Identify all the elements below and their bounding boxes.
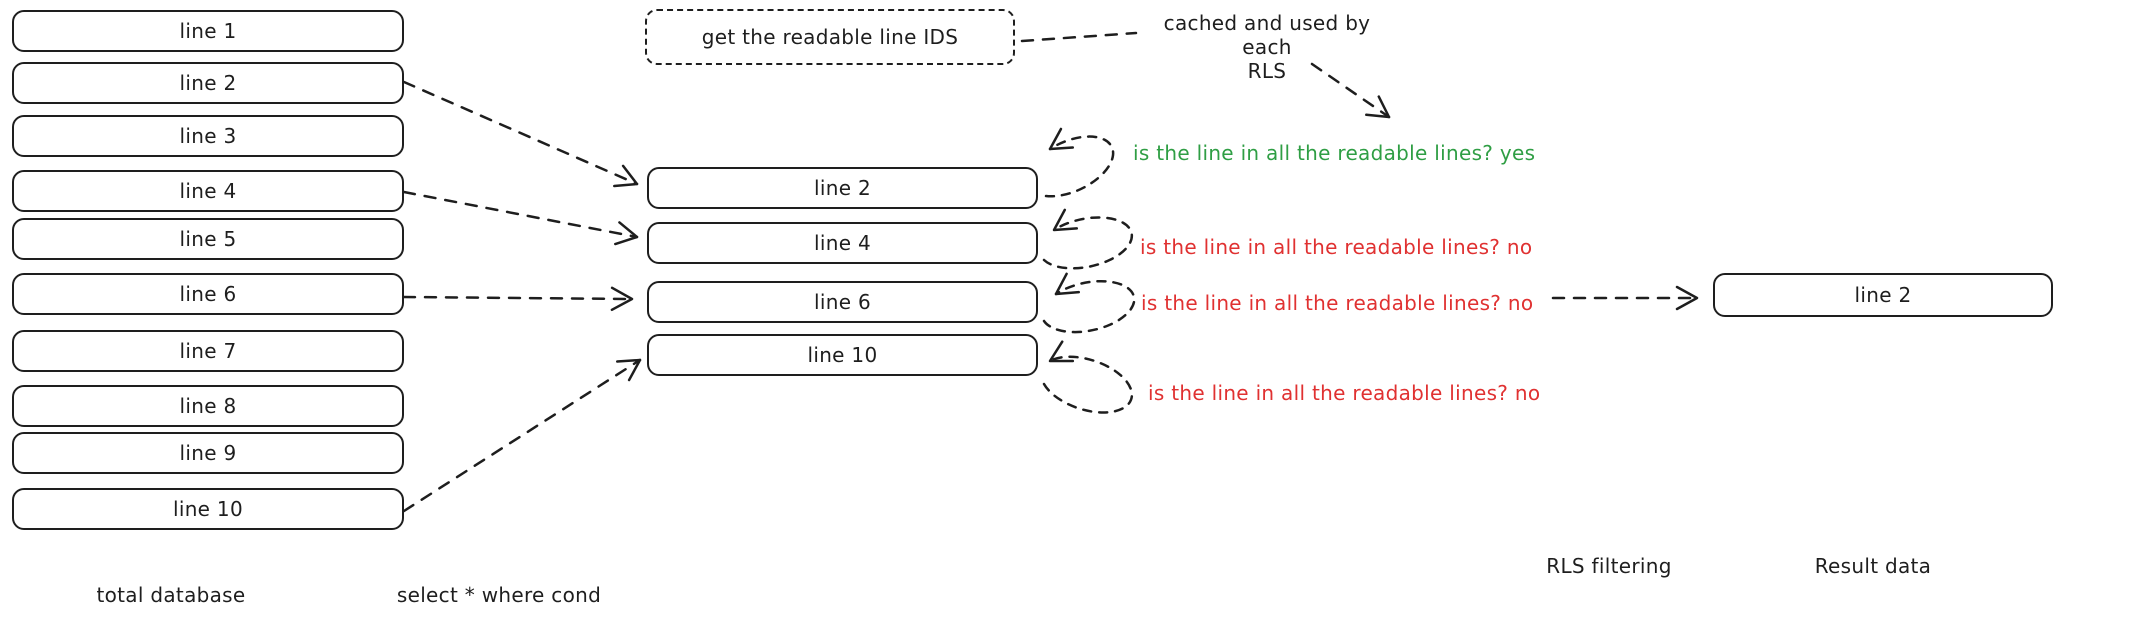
db-row-line-9: line 9: [12, 432, 404, 474]
rls-filtering-label: RLS filtering: [1546, 554, 1672, 578]
db-row-label: line 2: [179, 71, 237, 95]
arrow-line6-to-filtered: [402, 286, 634, 312]
db-row-line-5: line 5: [12, 218, 404, 260]
connector-readable-ids-to-note: [1020, 31, 1138, 43]
arrow-note-to-checks: [1310, 62, 1391, 119]
cache-note-line2: RLS: [1247, 59, 1287, 83]
filtered-row-line-6: line 6: [647, 281, 1038, 323]
db-row-label: line 1: [179, 19, 237, 43]
filtered-row-line-10: line 10: [647, 334, 1038, 376]
result-data-label: Result data: [1814, 554, 1932, 578]
rls-check-line6-no: is the line in all the readable lines? n…: [1141, 291, 1534, 315]
db-row-label: line 6: [179, 282, 237, 306]
result-row-line-2: line 2: [1713, 273, 2053, 317]
readable-ids-box: get the readable line IDS: [645, 9, 1015, 65]
db-row-label: line 4: [179, 179, 237, 203]
total-database-label: total database: [96, 583, 246, 607]
filtered-row-label: line 4: [814, 231, 871, 255]
db-row-label: line 7: [179, 339, 237, 363]
db-row-line-2: line 2: [12, 62, 404, 104]
db-row-line-6: line 6: [12, 273, 404, 315]
filtered-row-label: line 6: [814, 290, 871, 314]
result-row-label: line 2: [1854, 283, 1912, 307]
filtered-row-line-4: line 4: [647, 222, 1038, 264]
filtered-row-label: line 2: [814, 176, 871, 200]
arrow-line2-to-filtered: [402, 80, 639, 188]
cache-note: cached and used by each RLS: [1142, 11, 1392, 83]
db-row-line-7: line 7: [12, 330, 404, 372]
loop-check-line4: [1042, 208, 1134, 270]
arrow-line10-to-filtered: [402, 358, 642, 513]
db-row-line-10: line 10: [12, 488, 404, 530]
rls-check-line4-no: is the line in all the readable lines? n…: [1140, 235, 1533, 259]
filtered-row-line-2: line 2: [647, 167, 1038, 209]
db-row-label: line 3: [179, 124, 237, 148]
loop-check-line10: [1042, 340, 1134, 414]
loop-check-line6: [1042, 272, 1136, 334]
db-row-line-4: line 4: [12, 170, 404, 212]
rls-check-line2-yes: is the line in all the readable lines? y…: [1133, 141, 1536, 165]
db-row-line-8: line 8: [12, 385, 404, 427]
filtered-row-label: line 10: [807, 343, 878, 367]
loop-check-line2: [1044, 127, 1115, 198]
arrow-line4-to-filtered: [402, 190, 639, 246]
db-row-label: line 10: [172, 497, 243, 521]
rls-check-line10-no: is the line in all the readable lines? n…: [1148, 381, 1541, 405]
db-row-label: line 9: [179, 441, 237, 465]
cache-note-line1: cached and used by each: [1163, 11, 1371, 59]
db-row-label: line 8: [179, 394, 237, 418]
db-row-line-3: line 3: [12, 115, 404, 157]
readable-ids-label: get the readable line IDS: [701, 25, 959, 49]
db-row-line-1: line 1: [12, 10, 404, 52]
select-where-label: select * where cond: [396, 583, 602, 607]
db-row-label: line 5: [179, 227, 237, 251]
